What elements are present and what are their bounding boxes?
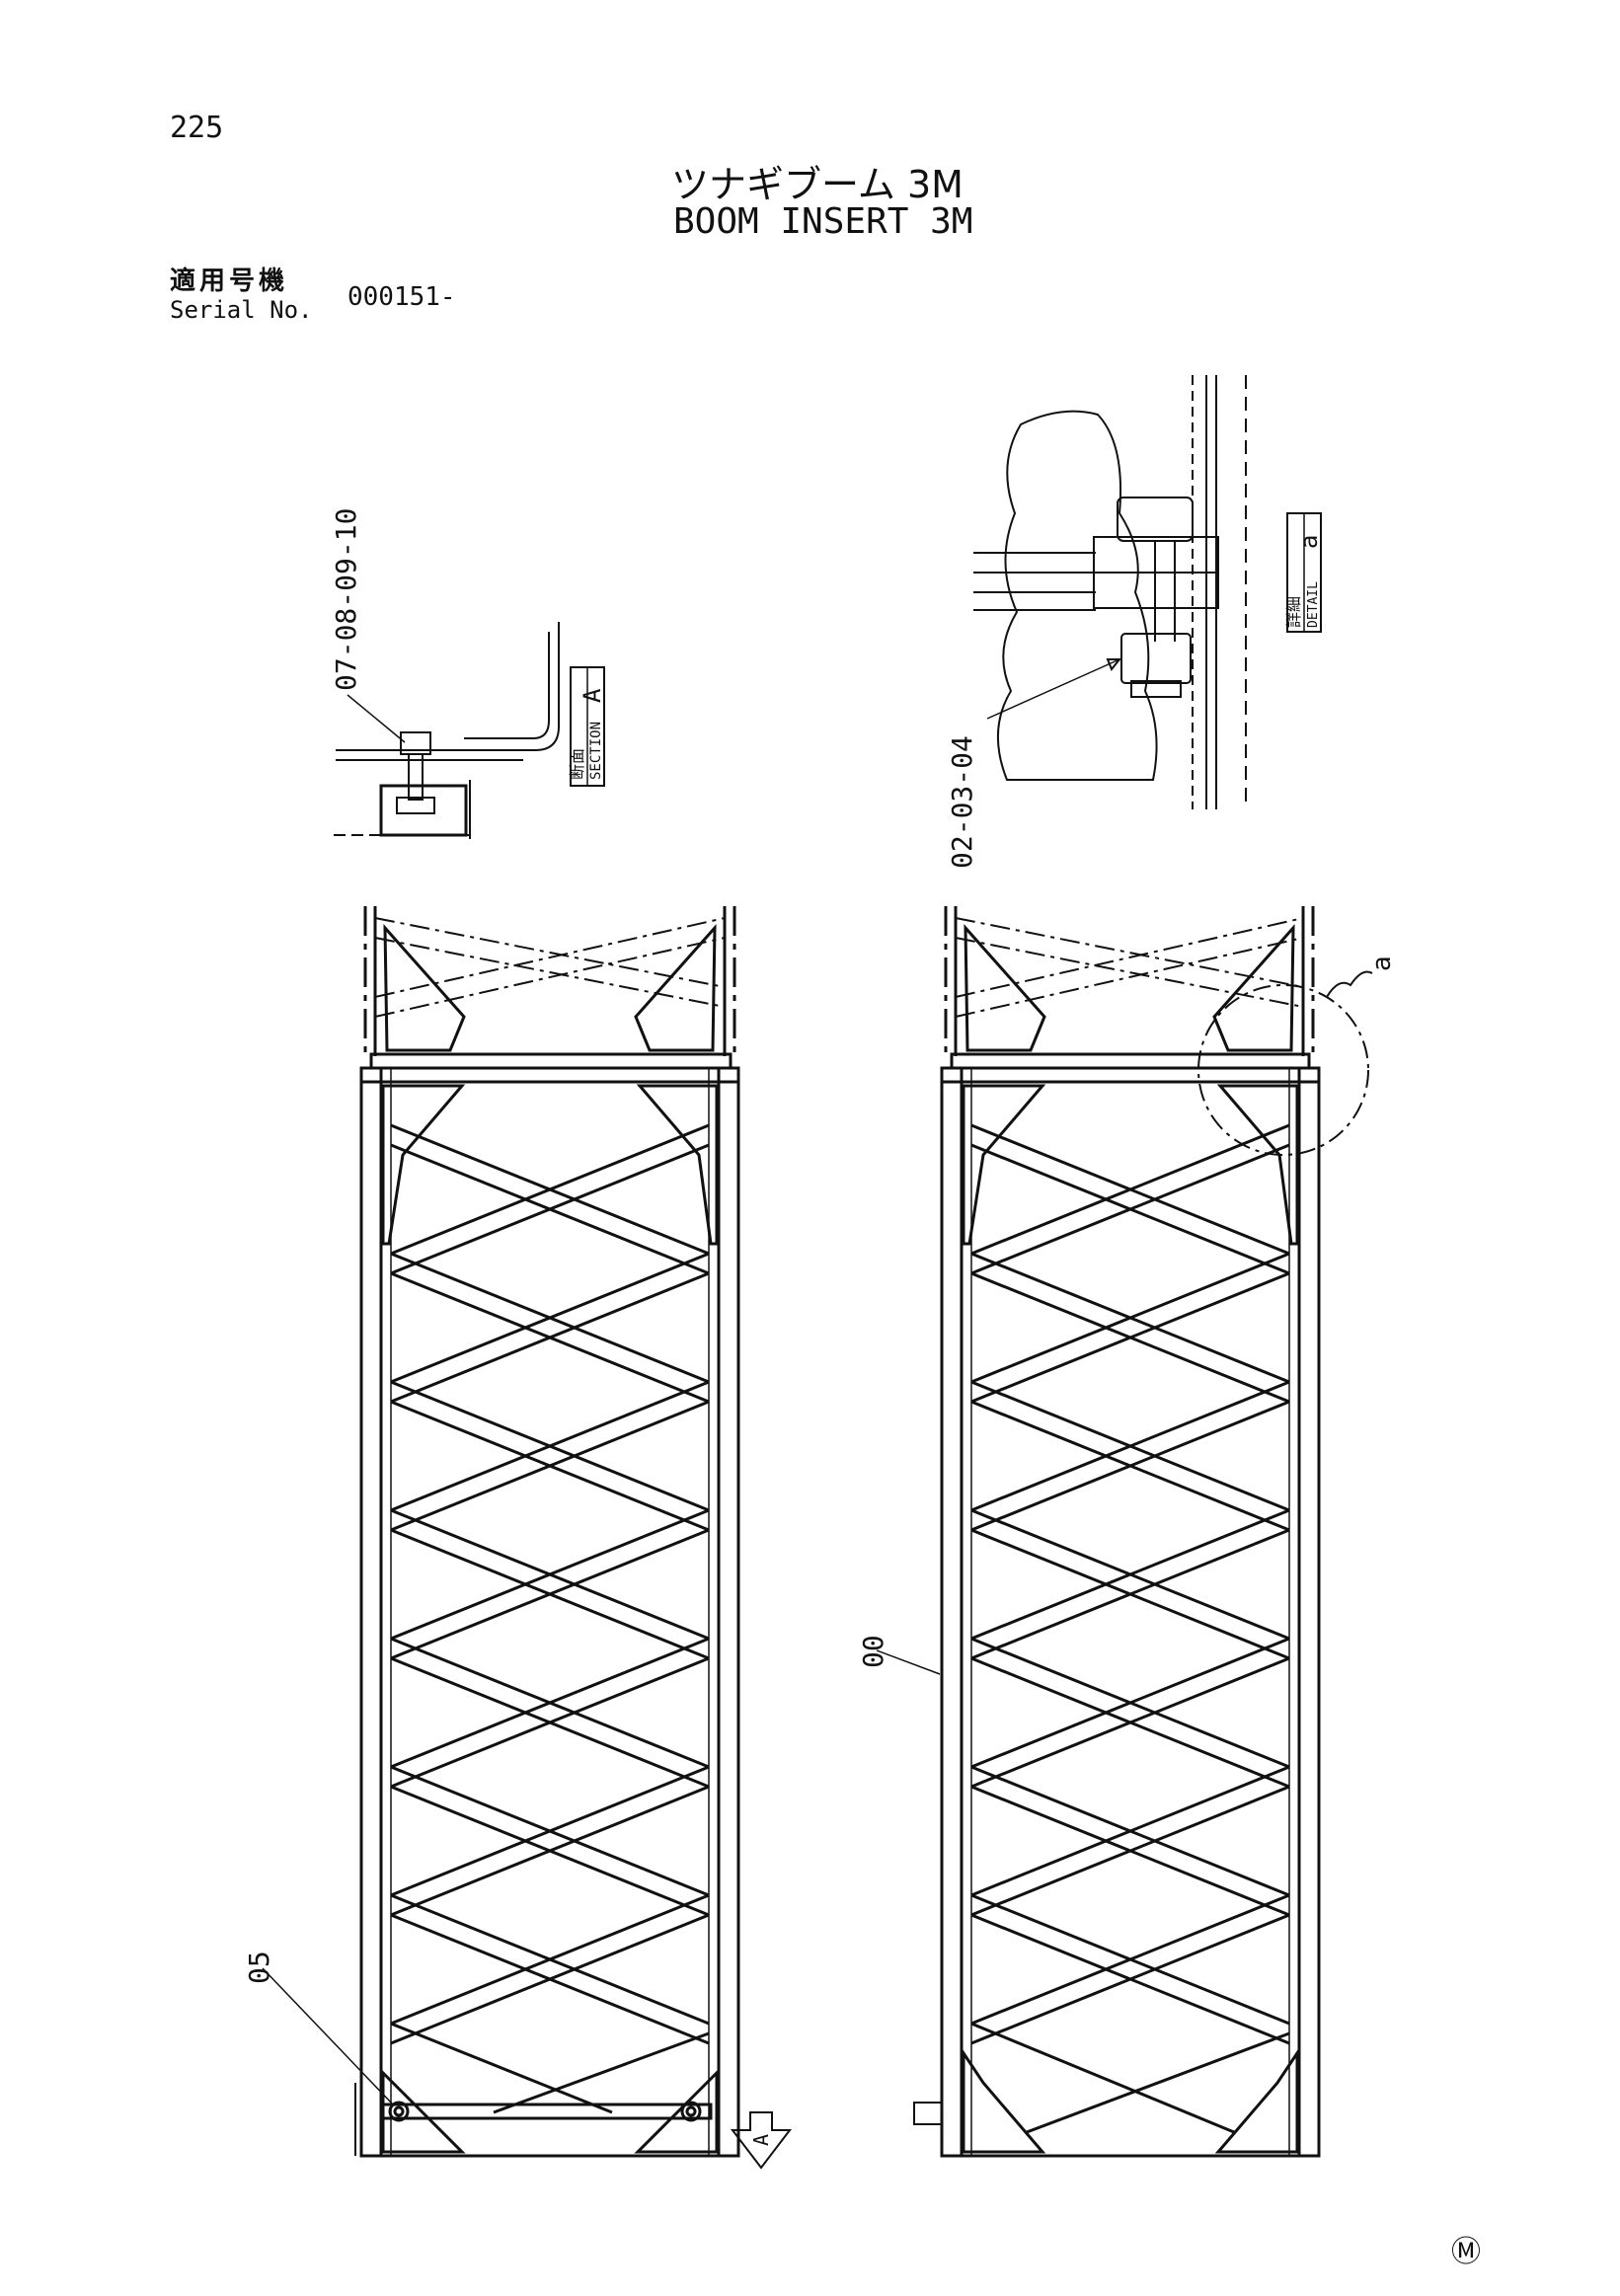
detail-a-view (973, 375, 1322, 809)
section-tag-en: SECTION (588, 722, 604, 780)
section-a-arrow (730, 2111, 793, 2170)
detail-tag-jp: 詳細 (1284, 596, 1303, 628)
detail-tag-en: DETAIL (1306, 581, 1321, 628)
detail-tag-letter: a (1295, 535, 1323, 549)
serial-label-english: Serial No. (170, 296, 313, 324)
title-japanese: ツナギブーム 3M (671, 163, 964, 206)
left-boom-view (262, 906, 740, 2158)
detail-marker-letter: a (1367, 956, 1397, 971)
section-a-view (334, 622, 605, 839)
page-number: 225 (170, 111, 224, 145)
detail-a-circle (1197, 970, 1373, 1156)
right-boom-view (876, 906, 1321, 2158)
serial-label-japanese: 適用号機 (170, 267, 289, 296)
title-english: BOOM INSERT 3M (673, 201, 973, 242)
manufacturer-mark: Ⓜ (1451, 2235, 1481, 2269)
section-arrow-letter: A (749, 2134, 773, 2146)
serial-number-value: 000151- (347, 282, 456, 312)
section-tag-letter: A (579, 688, 606, 703)
section-tag-jp: 断面 (568, 748, 586, 780)
